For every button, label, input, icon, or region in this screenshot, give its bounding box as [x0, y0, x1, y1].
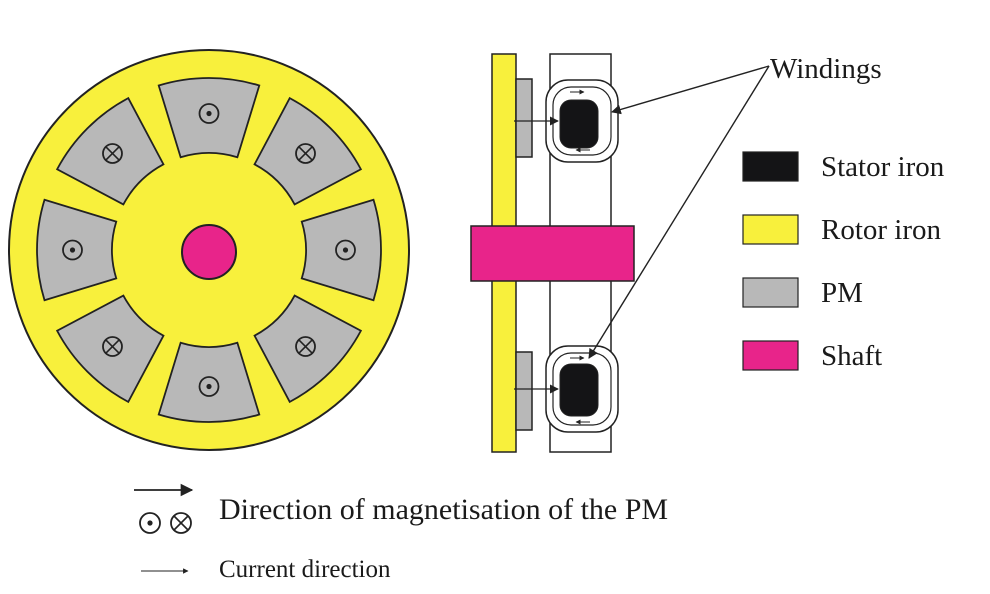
legend-label-shaft: Shaft: [821, 340, 882, 372]
legend-label-rotor: Rotor iron: [821, 214, 942, 246]
pm-side-top: [515, 78, 533, 158]
shaft-side: [470, 225, 635, 282]
dot-mark: [342, 247, 349, 253]
magnetisation-note: Direction of magnetisation of the PM: [219, 493, 668, 526]
legend-label-stator: Stator iron: [821, 151, 945, 183]
cross-symbol-icon: [170, 512, 192, 534]
cross-mark: [105, 146, 120, 161]
cross-mark: [298, 146, 313, 161]
cross-mark: [105, 339, 120, 354]
legend-swatch-rotor: [742, 214, 799, 245]
windings-leader-top: [611, 65, 770, 115]
stator-core-bottom: [559, 363, 599, 417]
dot-mark: [69, 247, 76, 253]
current-note: Current direction: [219, 556, 391, 583]
dot-mark: [206, 383, 212, 390]
shaft-front: [181, 224, 237, 280]
rotor-front-view: [8, 49, 410, 451]
stator-core-top: [559, 99, 599, 149]
cross-mark: [298, 339, 313, 354]
legend-swatch-pm: [742, 277, 799, 308]
notes: Direction of magnetisation of the PM Cur…: [134, 483, 668, 583]
legend-swatch-shaft: [742, 340, 799, 371]
dot-mark: [206, 110, 212, 117]
side-view: [470, 53, 635, 453]
windings-label: Windings: [770, 53, 882, 85]
dot-symbol-icon: [139, 512, 161, 534]
winding-bottom: [545, 345, 619, 433]
windings-leader-bottom: [588, 65, 770, 359]
magnet-ring: [36, 77, 382, 423]
winding-top: [545, 79, 619, 163]
legend-swatch-stator: [742, 151, 799, 182]
pm-side-bottom: [515, 351, 533, 431]
legend-label-pm: PM: [821, 277, 863, 309]
